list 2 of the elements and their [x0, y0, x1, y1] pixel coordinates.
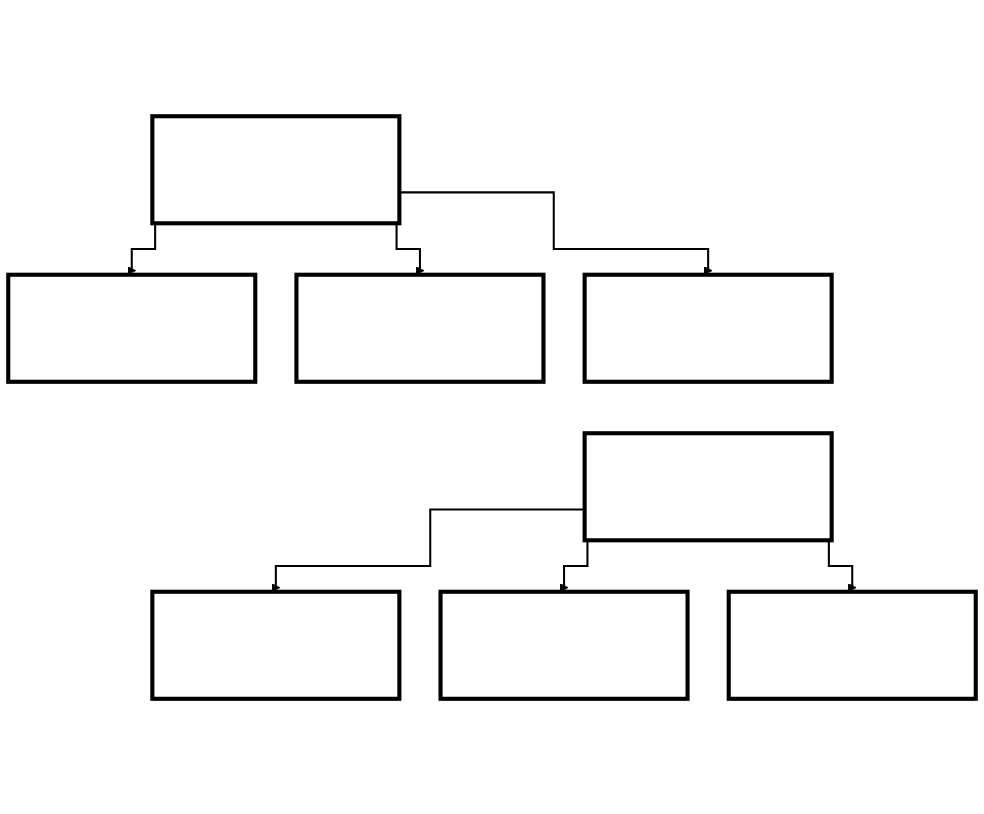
- arrow: [271, 507, 585, 592]
- arrow: [399, 190, 713, 275]
